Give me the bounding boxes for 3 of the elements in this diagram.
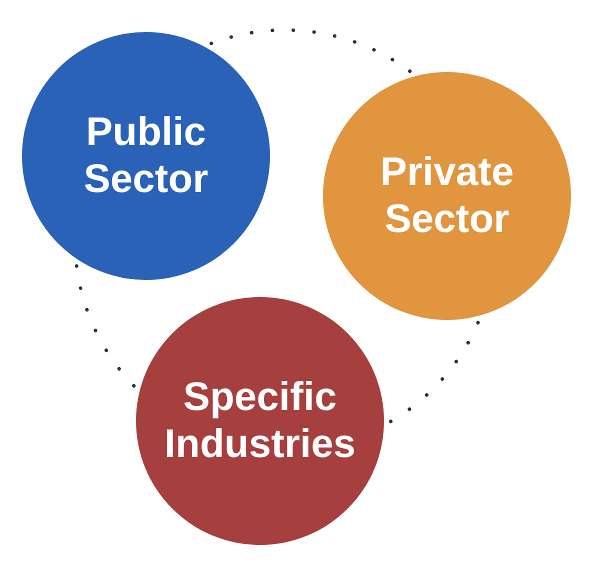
circle-label: Public Sector bbox=[82, 109, 210, 203]
circle-label: Specific Industries bbox=[163, 374, 357, 468]
circle-label: Private Sector bbox=[379, 149, 515, 243]
